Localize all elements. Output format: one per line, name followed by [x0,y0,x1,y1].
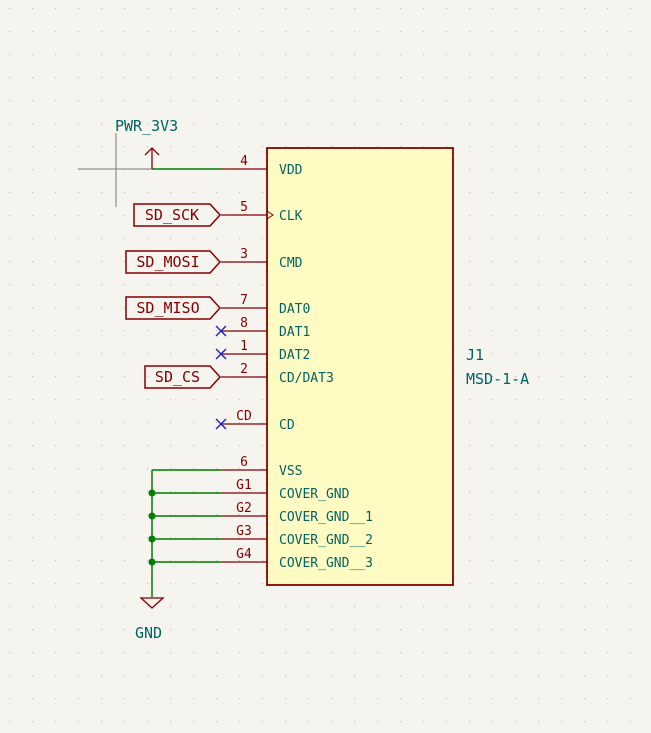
net-label-sd-sck[interactable]: SD_SCK [133,203,222,227]
gnd-symbol[interactable] [139,597,165,609]
connector-body[interactable] [266,147,454,586]
pin-number: 6 [240,455,248,470]
pin-name: DAT2 [279,348,310,363]
pin-number: 2 [240,362,248,377]
gnd-label: GND [135,624,162,642]
label-outline [125,250,222,274]
label-text: SD_MOSI [136,253,199,271]
reference-designator: J1 [466,346,484,364]
junction-dot [148,535,156,543]
power-symbols[interactable] [139,147,165,609]
pin-2[interactable]: 2CD/DAT3 [221,362,334,386]
clock-marker [266,210,274,220]
power-3v3-label: PWR_3V3 [115,117,178,135]
symbol-value: MSD-1-A [466,370,529,388]
pin-name: COVER_GND__1 [279,510,373,525]
label-outline [144,365,222,389]
net-label-sd-mosi[interactable]: SD_MOSI [125,250,222,274]
pin-number: G2 [236,501,252,516]
pin-number: 3 [240,247,248,262]
pin-number: 5 [240,200,248,215]
no-connect-x [215,418,227,430]
label-text: SD_MISO [136,299,199,317]
no-connect-marks [215,325,227,430]
pin-number: G3 [236,524,252,539]
pin-name: CD/DAT3 [279,371,334,386]
pin-number: 4 [240,154,248,169]
pin-number: 8 [240,316,248,331]
pins[interactable]: 4VDD5CLK3CMD7DAT08DAT11DAT22CD/DAT3CDCD6… [221,154,373,571]
net-labels[interactable]: SD_SCK SD_MOSI SD_MISO SD_CS [125,203,222,389]
pin-number: CD [236,409,252,424]
label-text: SD_SCK [145,206,199,224]
label-outline [133,203,222,227]
pin-name: VSS [279,464,302,479]
pin-name: CLK [279,209,303,224]
pin-name: CMD [279,256,303,271]
pin-number: 1 [240,339,248,354]
pin-name: VDD [279,163,303,178]
net-label-sd-miso[interactable]: SD_MISO [125,296,222,320]
grid-dots [9,8,632,723]
net-label-sd-cs[interactable]: SD_CS [144,365,222,389]
junction-dot [148,489,156,497]
cursor-crosshair [78,133,152,207]
pin-name: COVER_GND [279,487,350,502]
no-connect-x [215,348,227,360]
pin-number: G4 [236,547,252,562]
pin-name: DAT1 [279,325,310,340]
pin-number: G1 [236,478,252,493]
wires [148,168,221,597]
pin-number: 7 [240,293,248,308]
pin-cd[interactable]: CD CD [221,409,295,433]
pin-name: COVER_GND__2 [279,533,373,548]
label-outline [125,296,222,320]
label-text: SD_CS [155,368,200,386]
pin-name: DAT0 [279,302,310,317]
junction-dot [148,512,156,520]
power-3v3-symbol[interactable] [144,147,160,169]
no-connect-x [215,325,227,337]
connector-body-rect[interactable] [266,147,454,586]
pin-name: CD [279,418,295,433]
pin-name: COVER_GND__3 [279,556,373,571]
junction-dot [148,558,156,566]
